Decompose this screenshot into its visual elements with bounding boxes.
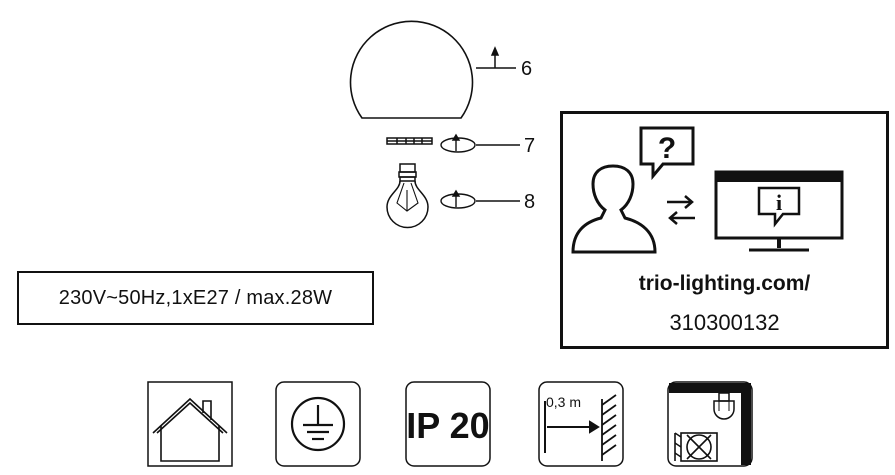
min-distance-badge: 0,3 m [538,381,624,467]
monitor-info-icon: i [714,170,844,252]
info-code: 310300132 [669,310,780,335]
ip-rating-text: IP 20 [406,405,489,446]
rotate-clockwise-icon [440,133,476,153]
part-number-7: 7 [524,135,535,157]
protective-earth-badge [275,381,361,467]
svg-text:?: ? [658,132,676,165]
rotate-clockwise-icon [440,189,476,209]
indoor-use-badge [147,381,233,467]
distance-text: 0,3 m [546,394,581,410]
part-number-6: 6 [521,58,532,80]
distance-arrow-icon [544,401,600,453]
part-number-8: 8 [524,191,535,213]
no-covering-badge [667,381,753,467]
wall-hatch-icon [601,394,617,461]
spec-box: 230V~50Hz,1xE27 / max.28W [17,271,374,325]
arrow-up-icon [490,46,500,68]
question-bubble-icon: ? [639,126,695,181]
info-url: trio-lighting.com/ [638,272,811,295]
spec-text: 230V~50Hz,1xE27 / max.28W [58,286,333,309]
globe-shade [349,20,474,119]
house-icon [152,397,228,462]
no-ceiling-lamp-icon [669,383,751,465]
info-panel: ? i trio-lighting.com/ 310300132 [560,111,889,349]
ip-rating-badge: IP 20 [405,381,491,467]
light-bulb [386,163,429,229]
lamp-holder-ring [386,137,433,145]
swap-arrows-icon [667,195,695,225]
protective-earth-icon [290,396,346,452]
svg-text:i: i [776,190,782,215]
person-icon [571,164,657,254]
